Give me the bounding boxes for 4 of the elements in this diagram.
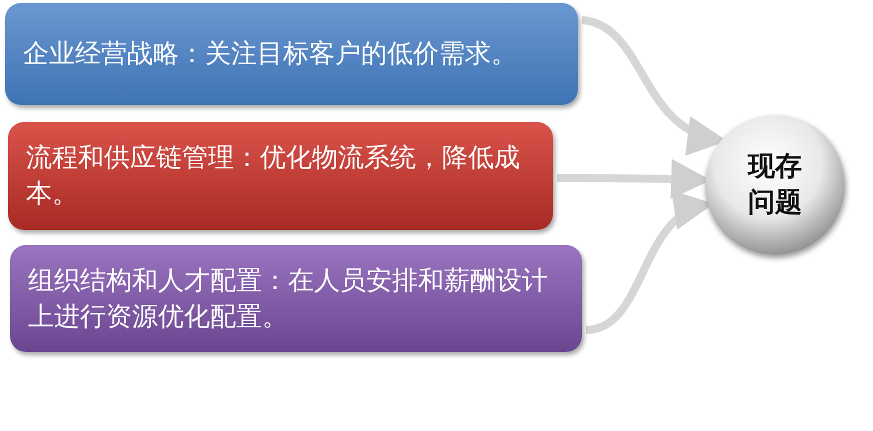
process-box: 流程和供应链管理：优化物流系统，降低成本。 <box>8 122 553 230</box>
strategy-box: 企业经营战略：关注目标客户的低价需求。 <box>5 3 578 105</box>
organization-box: 组织结构和人才配置：在人员安排和薪酬设计上进行资源优化配置。 <box>10 245 582 352</box>
problem-sphere: 现存问题 <box>705 115 845 255</box>
